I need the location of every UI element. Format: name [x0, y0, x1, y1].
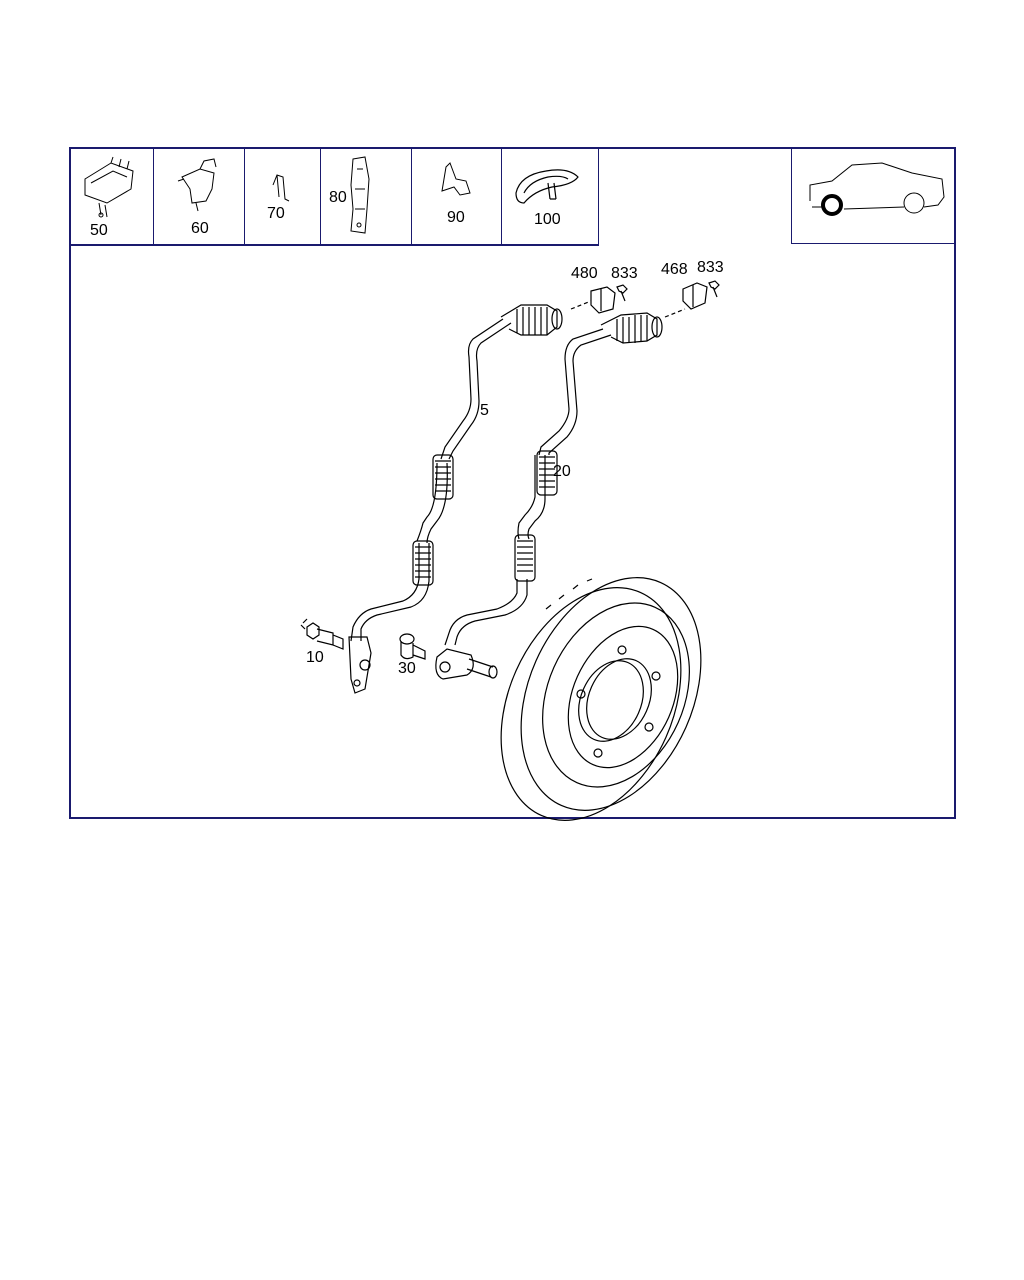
connector-cap-468 [682, 282, 708, 310]
vehicle-position-indicator [791, 149, 956, 244]
thumbnail-50[interactable]: 50 [71, 149, 154, 244]
sensor-cable-20 [435, 312, 663, 680]
grommet-thumbnail [515, 169, 579, 204]
clip-thumbnail [272, 174, 290, 202]
bolt-30 [399, 633, 426, 660]
thumbnail-label: 60 [191, 220, 209, 237]
screw-833-left [616, 284, 628, 302]
thumbnail-100[interactable]: 100 [502, 149, 599, 244]
callout-20: 20 [553, 463, 571, 480]
sensor-cable-5 [348, 304, 563, 694]
wiring-bracket-thumbnail [84, 156, 134, 218]
thumbnail-strip: 50 60 70 [71, 149, 956, 246]
callout-468: 468 [661, 261, 688, 278]
callout-30: 30 [398, 660, 416, 677]
thumbnail-label: 90 [447, 209, 465, 226]
thumbnail-label: 70 [267, 205, 285, 222]
thumbnail-60[interactable]: 60 [154, 149, 245, 244]
car-icon [809, 162, 945, 216]
thumbnail-80[interactable]: 80 [321, 149, 412, 244]
thumbnail-90[interactable]: 90 [412, 149, 502, 244]
leader-line [570, 300, 686, 318]
screw-833-right [708, 280, 720, 298]
thumbnail-70[interactable]: 70 [245, 149, 321, 244]
holder-thumbnail [441, 162, 471, 196]
callout-10: 10 [306, 649, 324, 666]
brake-disc [500, 577, 702, 821]
diagram-frame: 50 60 70 [69, 147, 956, 821]
callout-5: 5 [480, 402, 489, 419]
brake-sensor-diagram [300, 280, 720, 821]
thumbnail-label: 100 [534, 211, 561, 228]
strip-divider [71, 244, 599, 246]
thumbnail-label: 80 [329, 189, 347, 206]
sensor-holder-thumbnail [177, 158, 217, 212]
thumbnail-label: 50 [90, 222, 108, 239]
callout-833-left: 833 [611, 265, 638, 282]
cable-bracket-thumbnail [350, 156, 370, 234]
callout-480: 480 [571, 265, 598, 282]
connector-cap-480 [590, 286, 616, 314]
bolt-10 [300, 618, 344, 650]
callout-833-right: 833 [697, 259, 724, 276]
